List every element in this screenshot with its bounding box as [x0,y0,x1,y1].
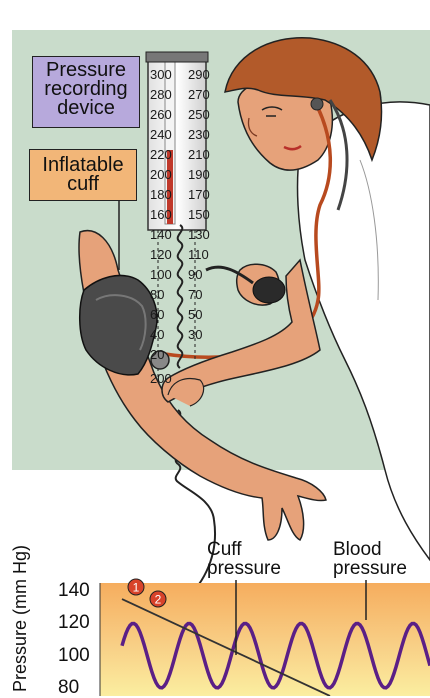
y-tick-label: 140 [58,581,90,600]
gauge-tick-right: 270 [188,88,210,101]
gauge-tick-right: 290 [188,68,210,81]
gauge-tick-left: 280 [150,88,172,101]
gauge-tick-left: 100 [150,268,172,281]
gauge-tick-left: 20 [150,348,164,361]
gauge-tick-left: 180 [150,188,172,201]
gauge-tick-right: 170 [188,188,210,201]
label-line: Blood [333,540,407,559]
gauge-tick-left: 260 [150,108,172,121]
gauge-tick-right: 110 [188,248,209,261]
gauge-tick-left: 200 [150,372,172,385]
gauge-tick-left: 60 [150,308,164,321]
gauge-tick-left: 240 [150,128,172,141]
y-tick-label: 100 [58,646,90,665]
gauge-tick-right: 130 [188,228,210,241]
gauge-tick-left: 80 [150,288,164,301]
gauge-tick-right: 50 [188,308,202,321]
label-line: cuff [30,175,136,194]
y-tick-label: 120 [58,613,90,632]
label-line: Cuff [207,540,281,559]
marker-label: 1 [133,581,140,595]
gauge-tick-left: 40 [150,328,164,341]
pressure-gauge [148,58,206,230]
inflatable-cuff-label: Inflatable cuff [29,149,137,201]
gauge-tick-right: 30 [188,328,202,341]
gauge-tick-right: 190 [188,168,210,181]
gauge-tick-left: 200 [150,168,172,181]
gauge-tick-left: 160 [150,208,172,221]
y-tick-label: 80 [58,678,79,697]
pump-bulb [253,277,285,303]
gauge-tick-right: 90 [188,268,202,281]
blood-pressure-label: Blood pressure [333,540,407,578]
pressure-recording-device-label: Pressure recording device [32,56,140,128]
gauge-tick-right: 150 [188,208,210,221]
marker-label: 2 [155,593,162,607]
gauge-tick-right: 230 [188,128,210,141]
label-line: pressure [333,559,407,578]
cuff-pressure-label: Cuff pressure [207,540,281,578]
gauge-tick-left: 120 [150,248,172,261]
gauge-tick-left: 140 [150,228,172,241]
label-line: device [33,99,139,118]
y-axis-label: Pressure (mm Hg) [10,545,31,692]
gauge-tick-right: 210 [188,148,210,161]
gauge-tick-left: 220 [150,148,172,161]
gauge-tick-right: 70 [188,288,202,301]
label-line: pressure [207,559,281,578]
gauge-tick-right: 250 [188,108,210,121]
gauge-tick-left: 300 [150,68,172,81]
